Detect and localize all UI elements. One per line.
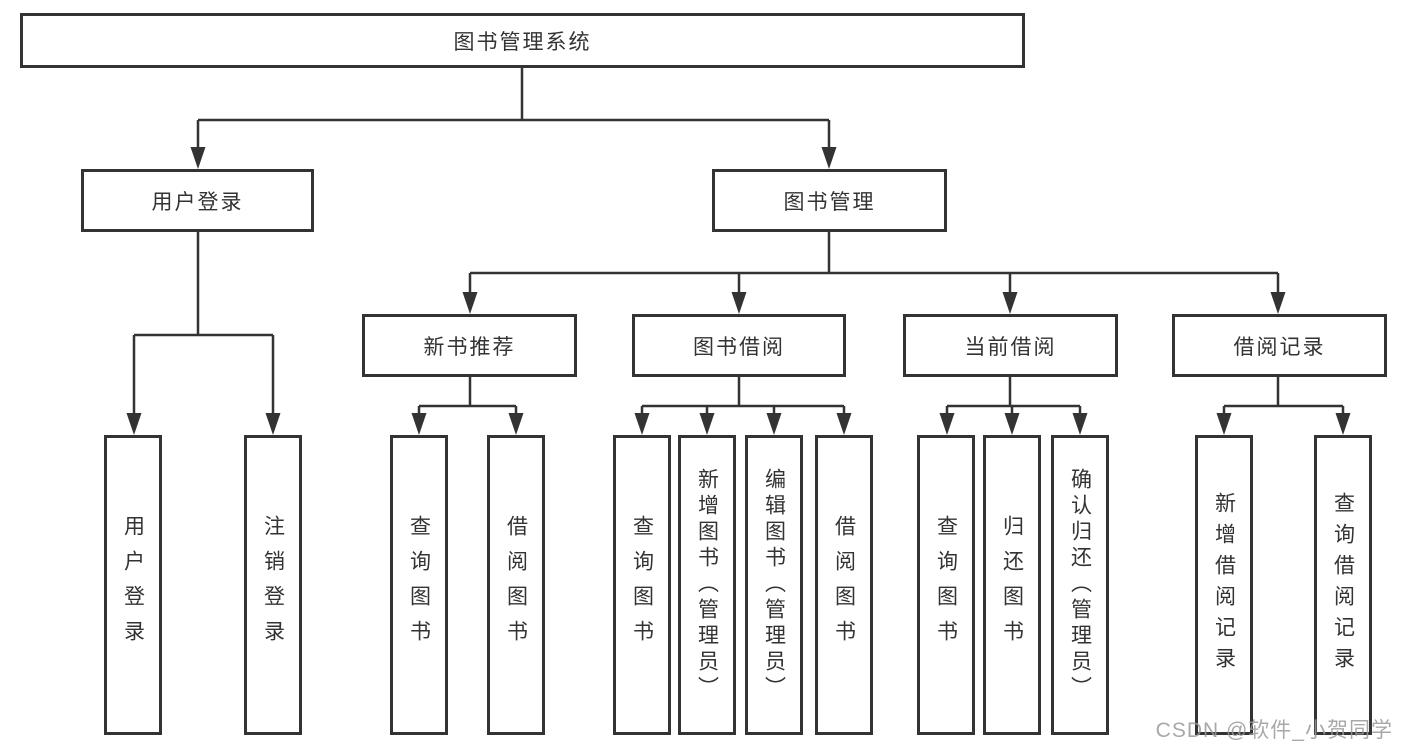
node-label: 用户登录 (121, 515, 145, 655)
node-label: 编辑图书（管理员） (762, 468, 786, 702)
node-borrowing-records: 借阅记录 (1172, 314, 1387, 377)
node-current-borrowing: 当前借阅 (903, 314, 1118, 377)
node-label: 新书推荐 (423, 335, 516, 359)
leaf-return-books: 归还图书 (983, 435, 1041, 735)
node-label: 查询图书 (630, 515, 654, 655)
node-label: 新增图书（管理员） (695, 468, 719, 702)
node-label: 借阅图书 (504, 515, 528, 655)
node-label: 查询图书 (934, 515, 958, 655)
leaf-add-borrow-record: 新增借阅记录 (1195, 435, 1253, 735)
node-label: 用户登录 (151, 190, 244, 214)
leaf-borrow-query-books: 查询图书 (613, 435, 671, 735)
leaf-query-borrow-record: 查询借阅记录 (1314, 435, 1372, 735)
leaf-recommend-query-books: 查询图书 (390, 435, 448, 735)
node-label: 查询图书 (407, 515, 431, 655)
node-label: 当前借阅 (964, 335, 1057, 359)
node-book-management: 图书管理 (712, 169, 947, 232)
arrowhead-icons (126, 147, 1351, 435)
leaf-logout: 注销登录 (244, 435, 302, 735)
leaf-add-books-admin: 新增图书（管理员） (678, 435, 736, 735)
node-label: 借阅记录 (1233, 335, 1326, 359)
node-label: 图书管理系统 (453, 30, 592, 54)
node-label: 新增借阅记录 (1212, 492, 1236, 678)
node-book-borrowing: 图书借阅 (632, 314, 846, 377)
node-library-management-system: 图书管理系统 (20, 13, 1025, 68)
leaf-user-login: 用户登录 (104, 435, 162, 735)
node-user-login: 用户登录 (81, 169, 314, 232)
node-label: 归还图书 (1000, 515, 1024, 655)
node-label: 确认归还（管理员） (1068, 468, 1092, 702)
node-new-book-recommendation: 新书推荐 (362, 314, 577, 377)
leaf-recommend-borrow-books: 借阅图书 (487, 435, 545, 735)
node-label: 图书借阅 (693, 335, 785, 359)
csdn-watermark: CSDN @软件_小贺同学 (1155, 719, 1393, 742)
node-label: 注销登录 (261, 515, 285, 655)
node-label: 查询借阅记录 (1331, 492, 1355, 678)
leaf-borrow-books: 借阅图书 (815, 435, 873, 735)
node-label: 图书管理 (783, 190, 876, 214)
leaf-edit-books-admin: 编辑图书（管理员） (745, 435, 803, 735)
node-label: 借阅图书 (832, 515, 856, 655)
leaf-current-query-books: 查询图书 (917, 435, 975, 735)
leaf-confirm-return-admin: 确认归还（管理员） (1051, 435, 1109, 735)
